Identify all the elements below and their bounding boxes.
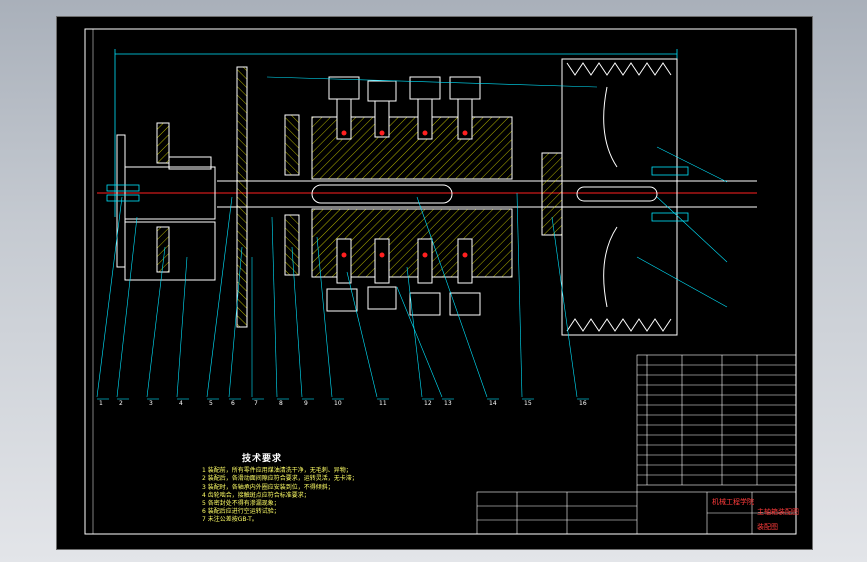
vertical-plate (236, 66, 248, 328)
balloon-number: 3 (149, 400, 153, 407)
balloon-number: 14 (489, 400, 497, 407)
balloon-number: 11 (379, 400, 387, 407)
gear-housing (284, 114, 513, 278)
title-block-school: 机械工程学院 (712, 498, 754, 506)
assembly-drawing (84, 28, 797, 535)
balloon-number: 1 (99, 400, 103, 407)
tech-req-item-3: 3 装配时，各轴承内外圈应安装到位，不得倾斜； (202, 483, 334, 491)
shift-forks-top (328, 76, 481, 140)
bearing-right (541, 152, 563, 236)
balloon-number: 9 (304, 400, 308, 407)
balloon-number: 12 (424, 400, 432, 407)
balloon-number: 6 (231, 400, 235, 407)
balloon-number: 13 (444, 400, 452, 407)
leader-lines (96, 76, 728, 398)
tech-req-item-7: 7 未注公差按GB-T。 (202, 516, 258, 524)
title-block-frame (476, 485, 797, 535)
technical-requirements: 技术要求 1 装配前，所有零件应用煤油清洗干净，无毛刺、异物； 2 装配后，各滑… (202, 454, 502, 525)
balloon-number: 7 (254, 400, 258, 407)
balloon-number: 5 (209, 400, 213, 407)
tech-req-item-1: 1 装配前，所有零件应用煤油清洗干净，无毛刺、异物； (202, 467, 352, 475)
right-bolt (651, 166, 689, 222)
tech-req-item-5: 5 各密封处不得有渗漏现象； (202, 500, 280, 508)
balloon-number: 4 (179, 400, 183, 407)
title-block-name: 主轴箱装配图 (757, 508, 799, 516)
cad-model-space[interactable]: 技术要求 1 装配前，所有零件应用煤油清洗干净，无毛刺、异物； 2 装配后，各滑… (56, 16, 813, 550)
balloon-number: 2 (119, 400, 123, 407)
balloon-number: 16 (579, 400, 587, 407)
tech-req-item-4: 4 齿轮啮合，接触斑点应符合标准要求； (202, 491, 310, 499)
balloon-number: 8 (279, 400, 283, 407)
inner-frame (92, 28, 797, 535)
left-coupling (116, 122, 216, 281)
v-belt-pulley (561, 58, 678, 336)
main-shaft (217, 180, 757, 208)
balloon-number: 15 (524, 400, 532, 407)
shift-forks-bottom (326, 238, 481, 316)
balloon-number: 10 (334, 400, 342, 407)
gear-centers (341, 130, 468, 258)
left-bolt (106, 184, 140, 202)
tech-req-item-2: 2 装配后，各滑动面间隙应符合要求，运转灵活，无卡滞； (202, 475, 358, 483)
parts-list-table (636, 354, 797, 486)
title-block-drawing-no: 装配图 (757, 523, 778, 531)
tech-req-item-6: 6 装配后应进行空运转试验； (202, 508, 280, 516)
tech-req-heading: 技术要求 (242, 454, 283, 464)
